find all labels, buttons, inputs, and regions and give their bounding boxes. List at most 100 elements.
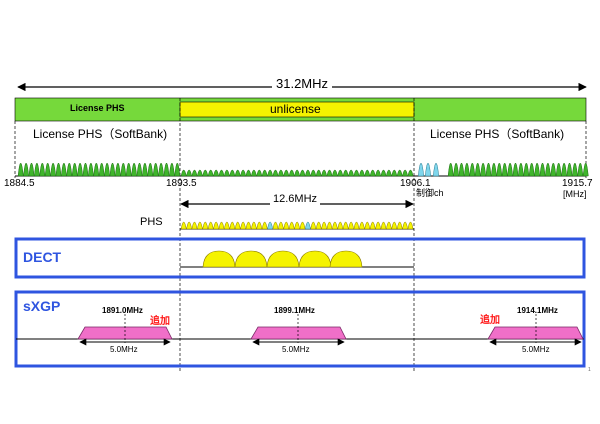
phs-carrier	[369, 221, 376, 230]
unlicense-wave	[331, 169, 338, 177]
phs-carrier	[256, 221, 263, 230]
phs-carrier	[304, 221, 311, 230]
phs-carrier	[321, 221, 328, 230]
control-channel-wave	[424, 162, 432, 177]
license-wave	[453, 162, 459, 177]
phs-carrier	[250, 221, 257, 230]
license-wave	[82, 162, 89, 177]
sxgp-channel-1-added: 追加	[150, 316, 170, 327]
license-wave	[512, 162, 519, 177]
license-wave	[480, 162, 486, 177]
page-number: 1	[588, 367, 591, 373]
license-wave	[142, 162, 148, 177]
phs-carrier	[245, 221, 252, 230]
license-wave	[550, 162, 557, 177]
phs-carrier	[385, 221, 392, 230]
dect-box	[14, 237, 586, 279]
license-wave	[131, 162, 137, 177]
unlicense-wave	[267, 169, 274, 177]
phs-carrier	[229, 221, 236, 230]
license-wave	[174, 162, 181, 177]
phs-carrier	[240, 221, 247, 230]
unlicense-wave	[321, 169, 328, 177]
unlicense-wave	[245, 169, 252, 177]
phs-carrier	[402, 221, 409, 230]
phs-carrier	[223, 221, 230, 230]
license-wave	[17, 162, 24, 177]
license-wave	[23, 162, 29, 177]
control-channel-wave	[432, 162, 440, 177]
phs-carrier	[337, 221, 344, 230]
freq-1893: 1893.5	[166, 178, 197, 189]
phs-carrier	[358, 221, 365, 230]
unlicense-wave	[407, 169, 414, 177]
unlicense-wave	[358, 169, 365, 177]
phs-carriers	[180, 221, 414, 230]
license-wave	[39, 162, 46, 177]
license-wave	[120, 162, 127, 177]
unlicense-wave	[353, 169, 360, 177]
phs-carrier	[234, 221, 241, 230]
unlicense-wave	[191, 169, 198, 177]
license-wave	[582, 162, 589, 177]
sxgp-channel-1-center: 1891.0MHz	[102, 306, 143, 315]
phs-carrier	[348, 221, 355, 230]
phs-carrier	[277, 221, 284, 230]
license-wave	[71, 162, 78, 177]
phs-carrier	[342, 221, 349, 230]
sxgp-box	[14, 290, 586, 368]
unlicense-wave	[375, 169, 382, 177]
unlicense-wave	[277, 169, 284, 177]
phs-carrier	[380, 221, 387, 230]
phs-carrier	[375, 221, 382, 230]
license-wave	[561, 162, 567, 177]
license-wave	[136, 162, 143, 177]
license-wave	[169, 162, 175, 177]
unlicense-wave	[402, 169, 409, 177]
unlicense-wave	[202, 169, 209, 177]
unlicense-wave	[240, 169, 247, 177]
phs-carrier	[326, 221, 333, 230]
phs-carrier	[180, 221, 187, 230]
sxgp-channel-3-shape	[487, 326, 584, 340]
dect-carrier	[202, 250, 236, 268]
dect-carrier	[234, 250, 268, 268]
unlicense-wave	[272, 169, 279, 177]
phs-carrier	[213, 221, 220, 230]
sxgp-channel-2-shape	[250, 326, 347, 340]
license-wave	[125, 162, 132, 177]
unlicense-wave	[186, 169, 193, 177]
license-wave	[501, 162, 508, 177]
license-wave	[98, 162, 105, 177]
unlicense-wave	[229, 169, 236, 177]
license-wave	[507, 162, 513, 177]
unlicense-wave	[218, 169, 225, 177]
dect-carrier	[329, 250, 363, 268]
unlicense-wave	[207, 169, 214, 177]
unlicense-wave	[288, 169, 295, 177]
unlicense-wave	[180, 169, 187, 177]
unlicense-wave	[256, 169, 263, 177]
span-label: 31.2MHz	[272, 77, 333, 90]
phs-width-label: 12.6MHz	[270, 194, 321, 205]
freq-1884: 1884.5	[4, 178, 35, 189]
dect-label: DECT	[23, 249, 62, 265]
phs-carrier	[218, 221, 225, 230]
unlicense-wave	[223, 169, 230, 177]
phs-carrier	[364, 221, 371, 230]
license-wave	[44, 162, 51, 177]
sxgp-channel-3-width: 5.0MHz	[522, 345, 550, 354]
license-wave	[447, 162, 454, 177]
sxgp-label: sXGP	[23, 298, 61, 314]
license-wave	[109, 162, 116, 177]
sxgp-channel-2-width: 5.0MHz	[282, 345, 310, 354]
unlicense-wave	[391, 169, 398, 177]
phs-carrier	[299, 221, 306, 230]
phs-waves	[17, 162, 589, 177]
unlicense-wave	[294, 169, 301, 177]
license-wave	[485, 162, 492, 177]
phs-carrier	[391, 221, 398, 230]
license-wave	[77, 162, 83, 177]
